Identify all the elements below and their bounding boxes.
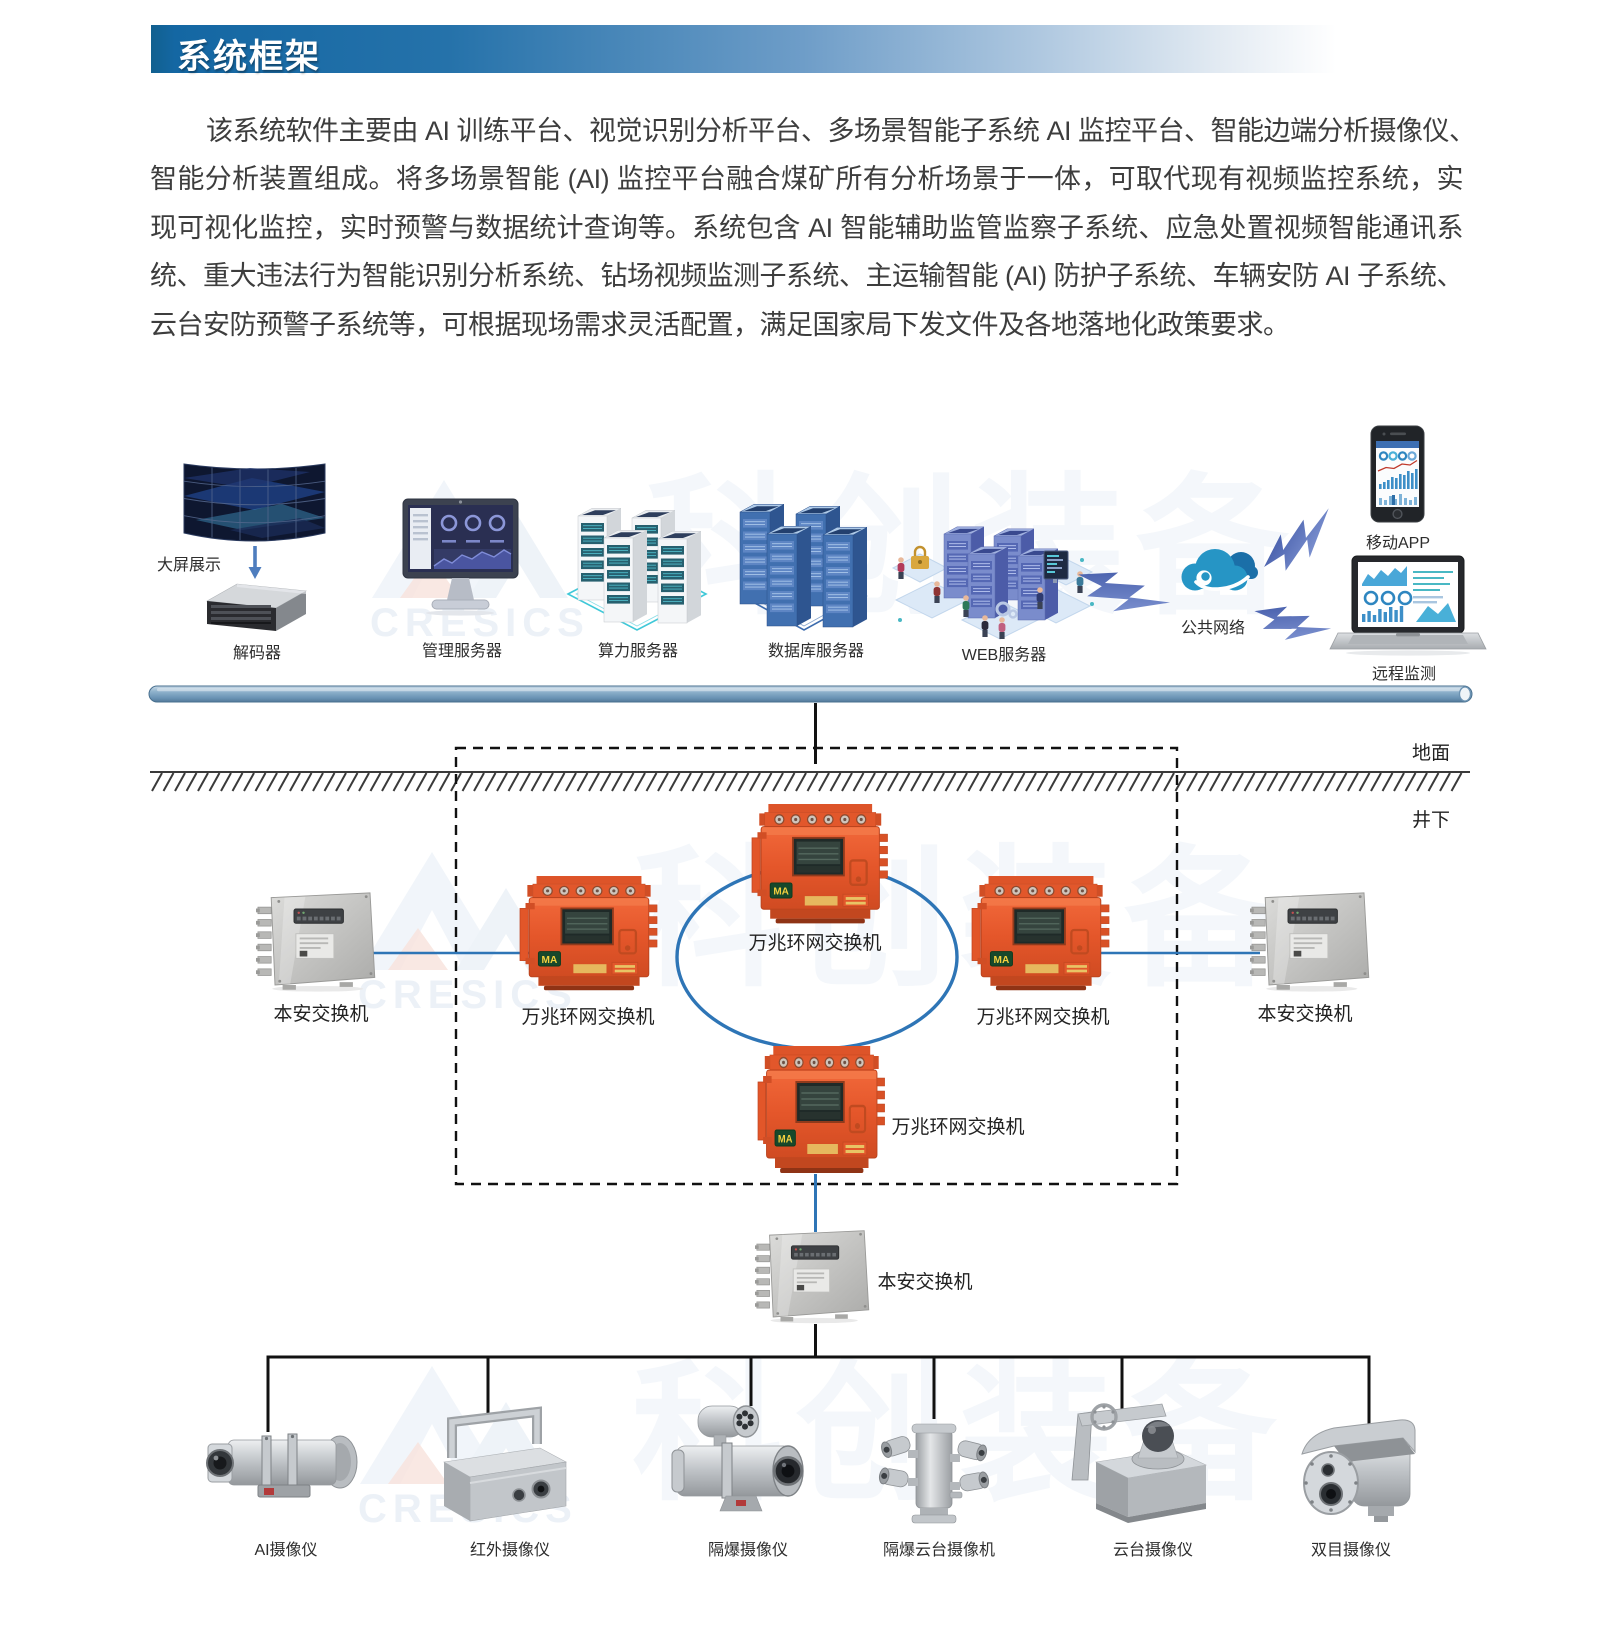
ground-line [150, 771, 1470, 792]
label-ground-underground: 井下 [1411, 810, 1451, 831]
ring-switch-bottom [756, 1044, 886, 1175]
intro-line: 现可视化监控，实时预警与数据统计查询等。系统包含 AI 智能辅助监管监察子系统、… [150, 212, 1464, 243]
label-ring-switch-top: 万兆环网交换机 [748, 933, 882, 954]
ring-switch-top [750, 802, 889, 925]
label-camera-ir: 红外摄像仪 [469, 1542, 551, 1559]
label-decoder: 解码器 [232, 645, 282, 662]
camera-ir [443, 1406, 567, 1522]
camera-binocular [1301, 1419, 1416, 1522]
intro-paragraph: 该系统软件主要由 AI 训练平台、视觉识别分析平台、多场景智能子系统 AI 监控… [150, 107, 1476, 349]
section-title: 系统框架 [177, 38, 321, 76]
arrow-wall-to-decoder [248, 546, 262, 579]
label-ring-switch-bottom: 万兆环网交换机 [891, 1117, 1025, 1138]
label-ring-switch-left: 万兆环网交换机 [521, 1007, 655, 1028]
camera-tree-lines [266, 1324, 1371, 1432]
section-header-bar: 系统框架 [151, 25, 1336, 76]
label-ring-switch-right: 万兆环网交换机 [976, 1007, 1110, 1028]
camera-ai [206, 1433, 358, 1498]
safe-switch-left [255, 892, 376, 993]
label-db-server: 数据库服务器 [767, 643, 865, 660]
safe-switch-center [754, 1230, 870, 1324]
camera-flameproof-ptz [878, 1423, 990, 1524]
label-safe-switch-center: 本安交换机 [877, 1272, 973, 1293]
lock-icon [911, 545, 929, 569]
label-safe-switch-right: 本安交换机 [1257, 1004, 1353, 1025]
intro-line: 智能分析装置组成。将多场景智能 (AI) 监控平台融合煤矿所有分析场景于一体，可… [150, 164, 1464, 195]
gear-icon [995, 601, 1018, 619]
decoder-device [206, 583, 307, 631]
label-display-wall: 大屏展示 [156, 557, 222, 574]
label-safe-switch-left: 本安交换机 [273, 1004, 369, 1025]
intro-line: 该系统软件主要由 AI 训练平台、视觉识别分析平台、多场景智能子系统 AI 监控… [206, 116, 1476, 146]
remote-monitor-device [1329, 555, 1487, 656]
web-server-towers [943, 526, 1059, 621]
label-ground-surface: 地面 [1411, 743, 1451, 764]
intro-line: 云台安防预警子系统等，可根据现场需求灵活配置，满足国家局下发文件及各地落地化政策… [150, 309, 1290, 340]
label-camera-flameproof-ptz: 隔爆云台摄像机 [882, 1542, 996, 1559]
camera-ptz [1071, 1403, 1208, 1523]
compute-server-device [566, 508, 708, 631]
network-bus-pipe [148, 685, 1473, 703]
db-server-device [739, 504, 868, 631]
web-server-device [891, 526, 1094, 640]
label-public-network: 公共网络 [1180, 620, 1246, 637]
code-screen [1043, 550, 1069, 583]
ring-switch-left [518, 874, 659, 992]
label-web-server: WEB服务器 [961, 647, 1047, 664]
label-mgmt-server: 管理服务器 [421, 643, 503, 660]
ground-hatch-strokes [151, 772, 1463, 792]
video-wall [183, 463, 326, 542]
public-network-cloud [1181, 549, 1258, 591]
label-camera-binocular: 双目摄像仪 [1310, 1542, 1392, 1559]
camera-flameproof [671, 1405, 804, 1512]
label-camera-ptz: 云台摄像仪 [1112, 1542, 1194, 1559]
mobile-app-device [1370, 425, 1425, 523]
label-mobile-app: 移动APP [1365, 535, 1431, 552]
db-server-towers [739, 504, 868, 628]
label-remote-monitor: 远程监测 [1371, 666, 1437, 683]
label-camera-ai: AI摄像仪 [254, 1542, 318, 1559]
ring-switch-right [970, 874, 1111, 992]
intro-line: 统、重大违法行为智能识别分析系统、钻场视频监测子系统、主运输智能 (AI) 防护… [150, 261, 1464, 292]
compute-server-towers [577, 508, 702, 624]
label-compute-server: 算力服务器 [597, 643, 679, 660]
label-camera-flameproof: 隔爆摄像仪 [707, 1542, 789, 1559]
mgmt-server-device [402, 498, 519, 616]
